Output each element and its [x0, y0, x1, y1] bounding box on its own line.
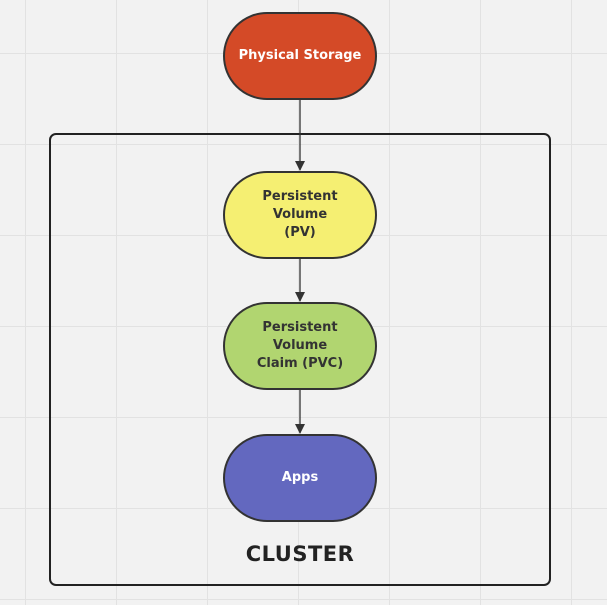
persistent-volume-node[interactable]: Persistent Volume (PV)	[223, 171, 377, 259]
persistent-volume-label-line1: Persistent Volume	[262, 189, 338, 222]
persistent-volume-claim-label-line2: Claim (PVC)	[256, 356, 344, 371]
persistent-volume-claim-label-line1: Persistent Volume	[262, 320, 338, 353]
physical-storage-label: Physical Storage	[238, 48, 362, 63]
apps-label: Apps	[281, 470, 319, 485]
persistent-volume-label-line2: (PV)	[284, 225, 316, 240]
persistent-volume-claim-node[interactable]: Persistent Volume Claim (PVC)	[223, 302, 377, 390]
apps-node[interactable]: Apps	[223, 434, 377, 522]
physical-storage-node[interactable]: Physical Storage	[223, 12, 377, 100]
cluster-label: CLUSTER	[245, 542, 355, 566]
